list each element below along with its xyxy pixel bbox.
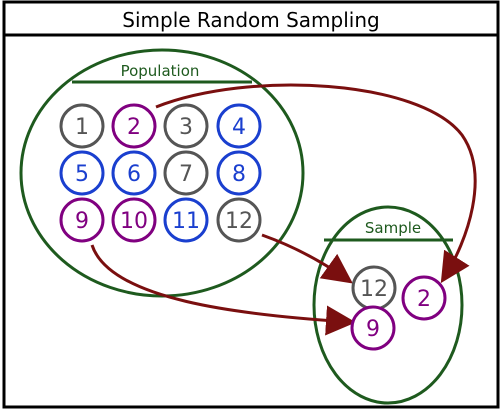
page-title: Simple Random Sampling [122,8,379,32]
member-circle [350,305,396,351]
member-circle [216,150,262,196]
member-12: 12 [216,197,262,243]
member-number: 4 [232,115,246,140]
member-11: 11 [163,197,209,243]
member-6: 6 [111,150,157,196]
sample-ellipse [312,205,464,405]
population-label: Population [121,62,200,80]
member-number: 2 [127,115,141,140]
member-circle [59,150,105,196]
member-number: 2 [417,287,431,312]
arrow-12-to-sample [261,233,353,284]
member-number: 7 [179,162,193,187]
member-circle [111,103,157,149]
member-7: 7 [163,150,209,196]
member-circle [401,275,447,321]
member-3: 3 [163,103,209,149]
member-circle [163,103,209,149]
member-number: 5 [75,162,89,187]
member-9: 9 [59,197,105,243]
member-4: 4 [216,103,262,149]
member-circle [216,103,262,149]
arrow-9-to-sample [90,244,356,336]
member-circle [111,150,157,196]
member-5: 5 [59,150,105,196]
member-number: 10 [120,209,148,234]
member-circle [59,103,105,149]
member-12: 12 [351,265,397,311]
member-2: 2 [401,275,447,321]
member-number: 3 [179,115,193,140]
member-1: 1 [59,103,105,149]
member-number: 8 [232,162,246,187]
member-circle [59,197,105,243]
member-number: 12 [360,277,388,302]
member-number: 1 [75,115,89,140]
member-circle [111,197,157,243]
member-circle [216,197,262,243]
sample-members: 12 2 9 [350,265,447,351]
sample-label: Sample [365,219,421,237]
member-number: 11 [172,209,200,234]
member-circle [163,197,209,243]
member-2: 2 [111,103,157,149]
member-circle [163,150,209,196]
member-number: 6 [127,162,141,187]
member-number: 12 [225,209,253,234]
member-8: 8 [216,150,262,196]
arrow-2-to-sample [155,83,477,284]
member-10: 10 [111,197,157,243]
member-number: 9 [75,209,89,234]
member-9: 9 [350,305,396,351]
member-number: 9 [366,317,380,342]
